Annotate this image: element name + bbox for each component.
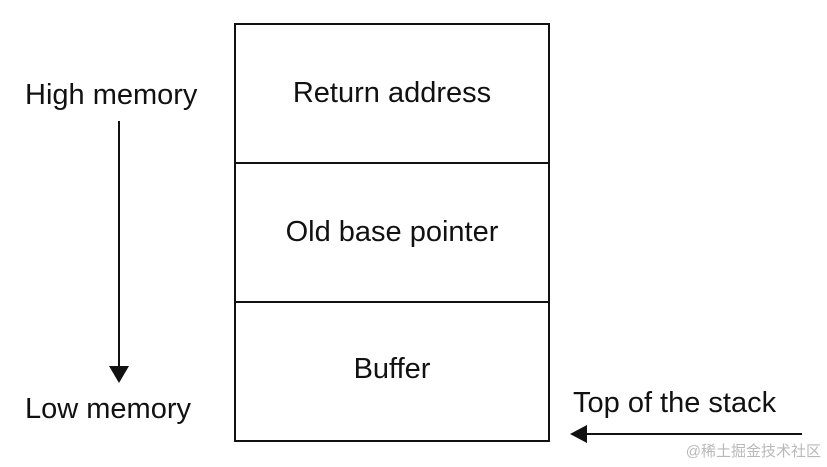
stack-cell-label: Buffer <box>353 353 431 385</box>
memory-direction-arrow <box>109 121 129 383</box>
high-memory-label: High memory <box>25 79 198 111</box>
stack-cell-label: Return address <box>292 77 492 109</box>
top-of-stack-arrow <box>570 425 802 443</box>
stack-cell-return-address: Return address <box>236 25 548 162</box>
low-memory-label: Low memory <box>25 393 191 425</box>
stack-cell-buffer: Buffer <box>236 301 548 440</box>
top-of-stack-label: Top of the stack <box>573 387 777 419</box>
stack-diagram: Return address Old base pointer Buffer <box>234 23 550 442</box>
stack-cell-label: Old base pointer <box>285 216 499 248</box>
watermark-text: @稀土掘金技术社区 <box>685 443 821 460</box>
stack-cell-old-base-pointer: Old base pointer <box>236 162 548 301</box>
